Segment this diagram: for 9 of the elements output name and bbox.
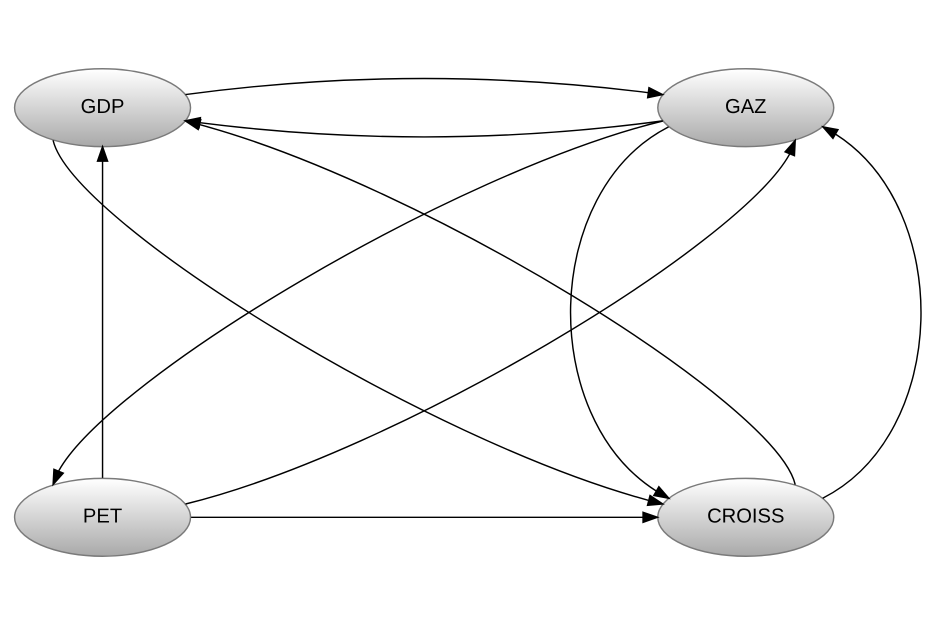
- node-ellipse: PET: [14, 477, 192, 556]
- node-ellipse: CROISS: [657, 477, 834, 556]
- arrow: [191, 510, 660, 523]
- arrow: [570, 126, 671, 499]
- node-ellipse: GDP: [14, 68, 192, 147]
- arrow: [96, 144, 109, 478]
- arrow: [821, 125, 922, 498]
- arrow: [185, 77, 665, 98]
- node-ellipse: GAZ: [657, 68, 834, 147]
